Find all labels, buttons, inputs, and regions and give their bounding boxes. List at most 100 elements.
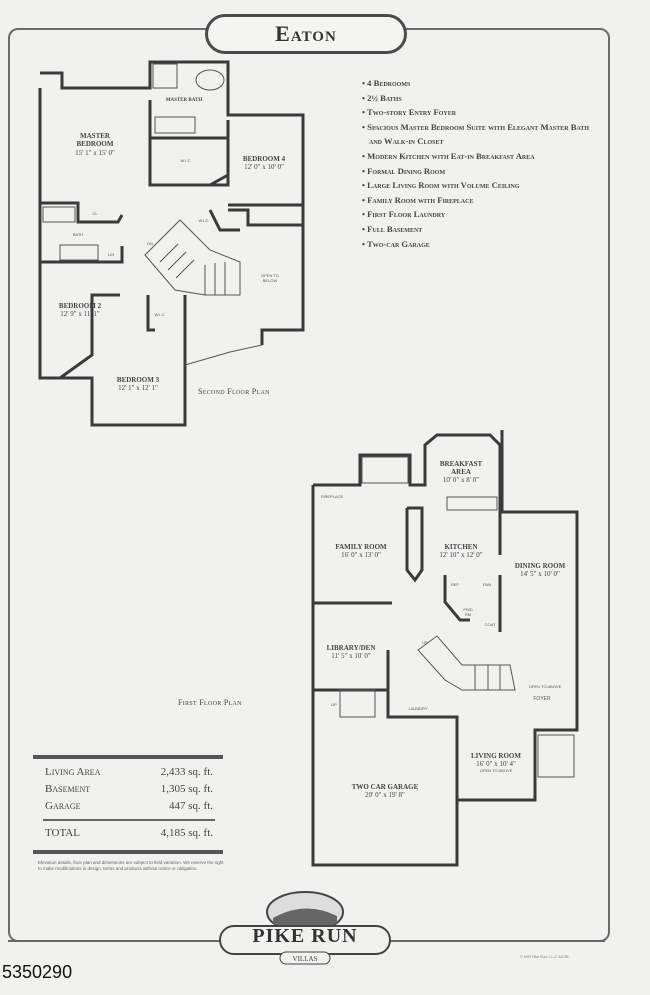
room-laundry: LAUNDRY (408, 706, 428, 711)
feature-item: Modern Kitchen with Eat-in Breakfast Are… (362, 149, 602, 164)
closet-label: CL (92, 211, 98, 216)
feature-item: Large Living Room with Volume Ceiling (362, 178, 602, 193)
room-kitchen-size: 12' 10" x 12' 0" (439, 551, 483, 559)
feature-item: Two-story Entry Foyer (362, 105, 602, 120)
logo-name: PIKE RUN (252, 925, 358, 947)
logo-sub: VILLAS (293, 955, 318, 963)
feature-item: Formal Dining Room (362, 164, 602, 179)
entry-steps (537, 734, 575, 778)
second-floor-top-wall (40, 60, 305, 345)
feature-item: Full Basement (362, 222, 602, 237)
room-bedroom-4-size: 12' 0" x 10' 0" (244, 163, 284, 171)
room-master-bedroom-size: 15' 1" x 15' 0" (75, 149, 115, 157)
room-master-bath: MASTER BATH (165, 98, 203, 103)
feature-item: Spacious Master Bedroom Suite with Elega… (362, 120, 602, 149)
fireplace-label: FIREPLACE (320, 494, 344, 499)
listing-id: 5350290 (2, 962, 73, 982)
bedroom4-wall-2 (228, 208, 303, 227)
room-breakfast-area: BREAKFAST AREA (439, 460, 483, 476)
area-value: 2,433 sq. ft. (160, 766, 213, 778)
pike-run-logo: VILLAS (219, 891, 391, 965)
ref-label: REF (451, 582, 459, 587)
powder-room-wall (443, 575, 470, 622)
first-floor-left-wall (311, 430, 579, 867)
kitchen-counter (446, 496, 498, 511)
shower (152, 63, 178, 89)
area-value: 447 sq. ft. (169, 800, 213, 812)
master-bath-wall (148, 100, 230, 187)
table-top-rule (33, 755, 223, 759)
room-library-size: 11' 5" x 10' 0" (331, 652, 371, 660)
second-floor-balcony-line (184, 344, 263, 366)
area-label: Basement (45, 783, 91, 795)
garage-stairs (339, 689, 376, 718)
room-two-car-garage: TWO CAR GARAGE (351, 783, 419, 791)
vanity (154, 116, 196, 134)
room-living-room-size: 16' 0" x 10' 4" (476, 760, 516, 768)
room-breakfast-size: 10' 0" x 8' 0" (442, 476, 480, 484)
room-bedroom3-wic: W.I.C. (154, 312, 166, 317)
pantry-label: PAN (483, 582, 491, 587)
bedroom3-wall (146, 295, 155, 332)
table-row: Basement 1,305 sq. ft. (33, 781, 223, 798)
room-bedroom-2: BEDROOM 2 (58, 302, 102, 310)
stairs-up-label: UP (422, 640, 428, 645)
area-label: Garage (45, 800, 81, 812)
linen-label: LIN (107, 252, 115, 257)
room-family-room-size: 16' 0" x 13' 0" (341, 551, 381, 559)
garage-top-wall (386, 690, 459, 800)
second-floor-plan-label: Second Floor Plan (198, 387, 270, 396)
bath-wall-lower (40, 246, 124, 264)
kitchen-island (405, 506, 424, 583)
room-dining-room-size: 14' 5" x 10' 0" (520, 570, 560, 578)
room-bedroom-4: BEDROOM 4 (242, 155, 286, 163)
room-library-den: LIBRARY/DEN (326, 644, 376, 652)
room-wic: W.I.C. (180, 158, 192, 163)
second-floor-stairs (144, 219, 241, 296)
logo-rule-right (395, 940, 605, 942)
room-bedroom-2-size: 12' 9" x 11' 1" (60, 310, 100, 318)
area-value: 1,305 sq. ft. (160, 783, 213, 795)
living-open-to-above-label: OPEN TO ABOVE (479, 768, 513, 773)
feature-item: 2½ Baths (362, 91, 602, 106)
total-label: TOTAL (45, 826, 80, 839)
vanity-2 (59, 244, 99, 261)
room-bedroom-3-size: 12' 1" x 12' 1" (118, 384, 158, 392)
bedroom2-wall (38, 262, 120, 380)
tub (195, 69, 225, 91)
room-bath: BATH (72, 232, 84, 237)
table-row: Living Area 2,433 sq. ft. (33, 764, 223, 781)
garage-stairs-up-label: UP (331, 702, 337, 707)
coat-closet-label: COAT (484, 622, 496, 627)
table-total-row: TOTAL 4,185 sq. ft. (33, 825, 223, 842)
table-divider (43, 819, 215, 821)
room-kitchen: KITCHEN (444, 543, 478, 551)
room-garage-size: 20' 0" x 19' 8" (365, 791, 405, 799)
room-bedroom-3: BEDROOM 3 (116, 376, 160, 384)
disclaimer-text: Elevation details, floor plan and dimens… (38, 860, 224, 871)
table-row: Garage 447 sq. ft. (33, 798, 223, 815)
bath-wall (40, 201, 124, 224)
feature-list: 4 Bedrooms 2½ Baths Two-story Entry Foye… (362, 76, 602, 251)
area-summary-table: Living Area 2,433 sq. ft. Basement 1,305 s… (33, 755, 223, 854)
area-label: Living Area (45, 766, 101, 778)
open-to-below-label: OPEN TO BELOW (261, 273, 279, 283)
room-foyer: FOYER (533, 696, 551, 702)
feature-item: Family Room with Fireplace (362, 193, 602, 208)
first-floor-stairs (417, 635, 516, 691)
room-wic-2: W.I.C. (198, 218, 210, 223)
total-value: 4,185 sq. ft. (160, 826, 213, 839)
deck-steps (361, 456, 409, 484)
room-family-room: FAMILY ROOM (335, 543, 387, 551)
stairs-down-label: DN (147, 241, 153, 246)
feature-item: Two-car Garage (362, 237, 602, 252)
room-master-bedroom: MASTER BEDROOM (76, 132, 114, 148)
room-living-room: LIVING ROOM (471, 752, 521, 760)
logo-rule-left (8, 940, 218, 942)
powder-room-label: PWD RM (463, 607, 473, 617)
feature-item: 4 Bedrooms (362, 76, 602, 91)
copyright-text: © 1997 Pike Run, L.L.C. 6/1/98 (520, 955, 569, 959)
model-title: Eaton (205, 14, 407, 54)
first-floor-top-wall (313, 433, 502, 555)
